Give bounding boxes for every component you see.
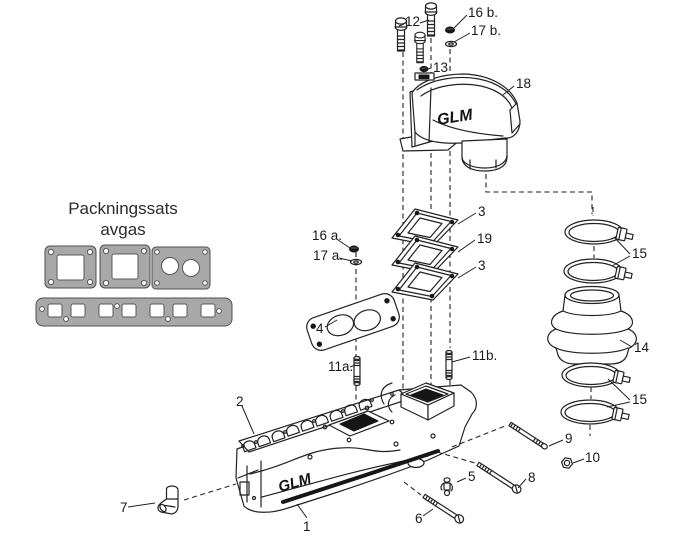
callout-2: 2 bbox=[236, 394, 244, 409]
manifold-riser-flange bbox=[400, 382, 455, 421]
part-9-stud bbox=[508, 421, 548, 450]
part-12-bolt-b bbox=[424, 2, 438, 37]
gasket-kit-title-line1: Packningssats bbox=[68, 199, 178, 218]
part-15-hose-clamp-4 bbox=[560, 399, 631, 425]
callout-leader-lines bbox=[127, 14, 633, 519]
callout-17a: 17 a. bbox=[313, 248, 344, 263]
part-16a-nut bbox=[349, 245, 359, 253]
part-11b-stud bbox=[445, 349, 453, 381]
part-7-elbow-fitting bbox=[157, 485, 179, 515]
callout-3-top: 3 bbox=[478, 204, 486, 219]
part-6-bolt bbox=[422, 493, 465, 524]
callout-4: 4 bbox=[316, 321, 324, 336]
part-15-hose-clamp-2 bbox=[563, 258, 634, 284]
part-8-bolt bbox=[476, 461, 522, 494]
callout-13: 13 bbox=[433, 60, 449, 75]
part-12-bolt-c bbox=[414, 31, 426, 64]
callout-19: 19 bbox=[477, 231, 493, 246]
callout-12: 12 bbox=[405, 14, 421, 29]
callout-11b: 11b. bbox=[472, 348, 498, 363]
callout-16b: 16 b. bbox=[468, 5, 499, 20]
elbow-brand-logo: GLM bbox=[436, 106, 474, 128]
callout-5: 5 bbox=[468, 469, 476, 484]
gasket-kit-title-line2: avgas bbox=[100, 220, 146, 240]
gasket-square-2 bbox=[99, 244, 151, 289]
part-5-drain-cock bbox=[440, 477, 453, 497]
part-3-gasket-bottom bbox=[391, 262, 459, 301]
part-14-exhaust-hose bbox=[547, 285, 637, 365]
callout-7: 7 bbox=[120, 500, 128, 515]
gasket-kit-title: Packningssats avgas bbox=[28, 198, 218, 241]
callout-17b: 17 b. bbox=[471, 23, 502, 38]
callout-1: 1 bbox=[303, 519, 311, 534]
gasket-carburetor bbox=[151, 246, 211, 290]
callout-15-bottom: 15 bbox=[632, 392, 648, 407]
part-17b-washer bbox=[444, 40, 458, 48]
part-13-nut bbox=[414, 65, 435, 81]
callout-11a: 11a. bbox=[328, 359, 354, 374]
part-10-nut bbox=[560, 457, 574, 469]
part-4-carb-plate bbox=[306, 293, 400, 351]
part-17a-washer bbox=[349, 258, 363, 266]
part-15-hose-clamp-3 bbox=[561, 362, 632, 388]
callout-8: 8 bbox=[528, 470, 536, 485]
gasket-square-1 bbox=[44, 245, 97, 289]
callout-3-bottom: 3 bbox=[478, 258, 486, 273]
part-18-exhaust-elbow: GLM bbox=[399, 73, 521, 172]
callout-18: 18 bbox=[516, 76, 532, 91]
bottom-dashed-links bbox=[183, 425, 506, 501]
gasket-manifold-long bbox=[35, 297, 233, 327]
callout-14: 14 bbox=[634, 340, 650, 355]
part-16b-nut bbox=[445, 26, 455, 34]
callout-6: 6 bbox=[415, 511, 423, 526]
part-1-manifold-body: GLM bbox=[235, 382, 477, 513]
callout-9: 9 bbox=[565, 431, 573, 446]
part-11a-stud bbox=[353, 355, 361, 387]
callout-10: 10 bbox=[585, 450, 601, 465]
gasket-kit-illustration bbox=[35, 244, 233, 327]
callout-16a: 16 a. bbox=[312, 228, 343, 243]
callout-15-top: 15 bbox=[632, 246, 648, 261]
part-15-hose-clamp-1 bbox=[564, 219, 635, 245]
